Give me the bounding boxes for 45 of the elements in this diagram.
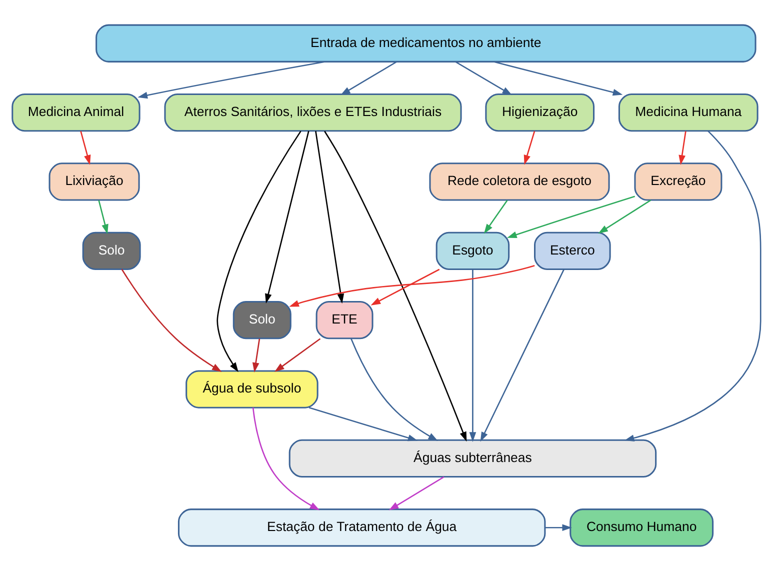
- arrow: [315, 130, 344, 304]
- arrow: [308, 406, 418, 441]
- node-box: Solo: [82, 231, 141, 270]
- node-box: Lixiviação: [48, 162, 140, 200]
- node-box: Higienização: [485, 92, 595, 132]
- node-box: Esgoto: [436, 231, 510, 270]
- node-box: Água de subsolo: [186, 370, 318, 408]
- arrow: [524, 130, 536, 164]
- arrow: [98, 200, 108, 234]
- arrow: [624, 130, 762, 441]
- arrow: [80, 130, 91, 164]
- arrow: [388, 476, 444, 510]
- arrow: [480, 268, 564, 442]
- arrow: [370, 268, 440, 305]
- arrow: [678, 130, 686, 164]
- node-box: Medicina Humana: [618, 92, 758, 132]
- arrow: [138, 60, 326, 98]
- arrow: [598, 199, 652, 234]
- arrow: [545, 524, 572, 531]
- arrow: [494, 60, 623, 96]
- arrow: [324, 130, 467, 442]
- node-box: Rede coletora de esgoto: [429, 162, 610, 200]
- arrow: [469, 268, 476, 442]
- arrow: [121, 268, 222, 372]
- arrow: [350, 338, 438, 441]
- node-box: Solo: [232, 300, 292, 339]
- arrow: [252, 338, 260, 372]
- node-box: Entrada de medicamentos no ambiente: [96, 24, 756, 62]
- node-box: Medicina Animal: [12, 92, 140, 132]
- node-box: Excreção: [634, 162, 722, 200]
- node-box: ETE: [316, 300, 374, 339]
- node-box: Estação de Tratamento de Água: [178, 508, 546, 546]
- arrow: [484, 200, 508, 234]
- node-box: Consumo Humano: [570, 508, 714, 546]
- arrow: [507, 195, 636, 238]
- arrow: [289, 264, 535, 306]
- node-box: Esterco: [534, 231, 611, 270]
- arrow: [274, 338, 321, 372]
- arrow: [265, 130, 310, 304]
- arrow: [455, 60, 512, 95]
- arrow: [340, 60, 397, 95]
- arrow: [252, 407, 320, 510]
- arrow: [216, 130, 302, 372]
- node-box: Aterros Sanitários, lixões e ETEs Industriais: [164, 92, 462, 132]
- node-box: Águas subterrâneas: [288, 438, 657, 478]
